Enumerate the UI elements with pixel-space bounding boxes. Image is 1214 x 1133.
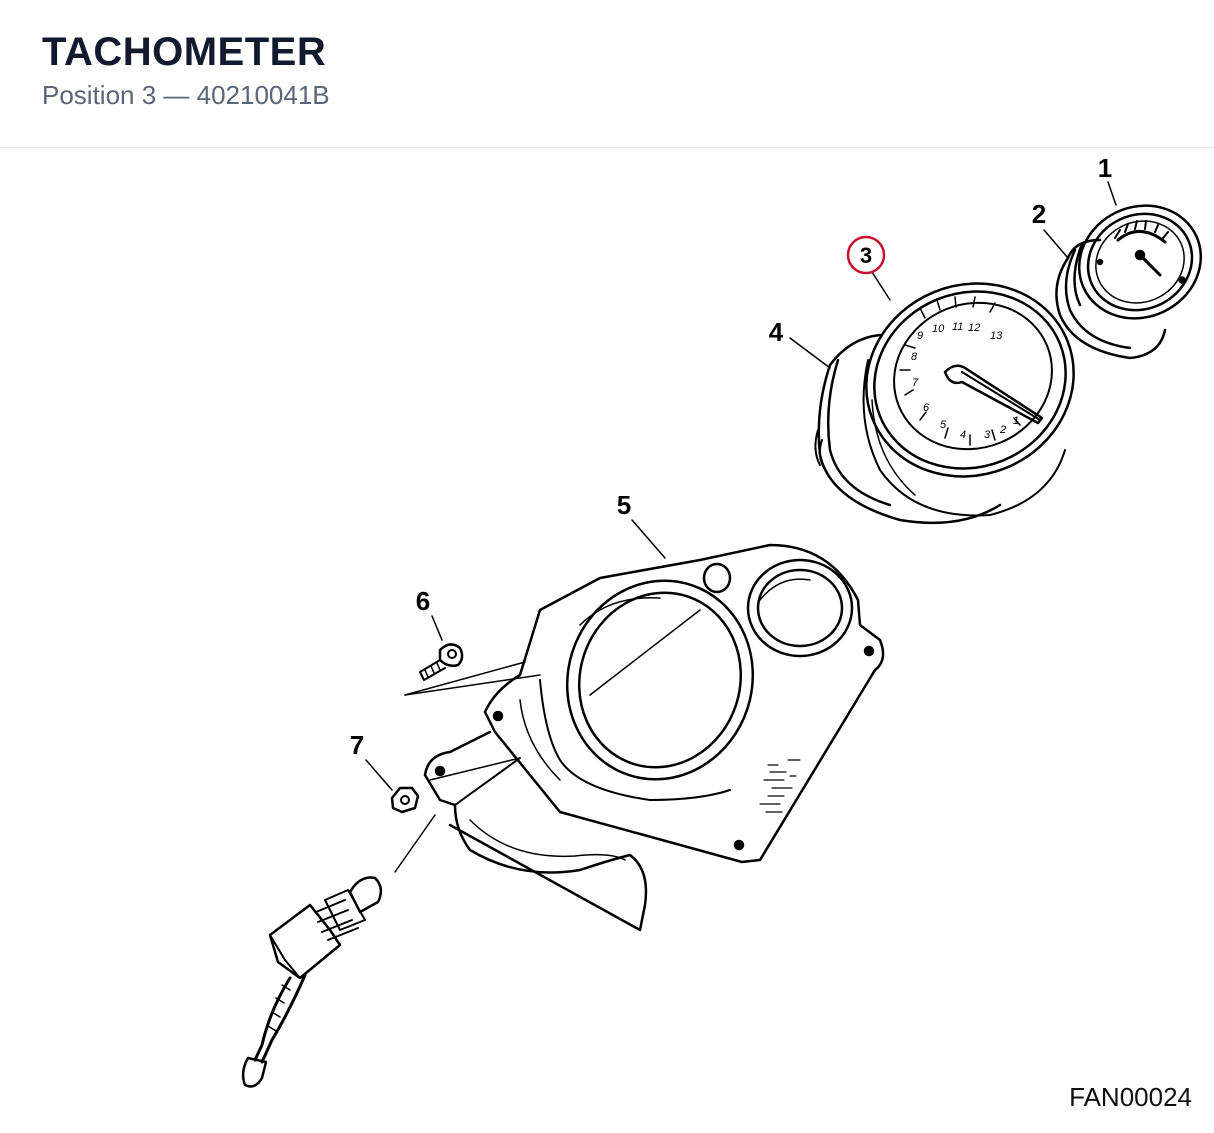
dial-ticks [899, 296, 1021, 446]
callout-3[interactable]: 3 [860, 243, 872, 268]
bulb-socket-with-wires [241, 876, 383, 1088]
svg-text:5: 5 [940, 419, 947, 431]
svg-text:6: 6 [923, 402, 930, 414]
part-4-rear-housing[interactable] [814, 333, 1002, 525]
part-7-nut[interactable] [390, 786, 420, 814]
dial-numbers: 9 10 11 12 13 8 7 6 5 4 3 2 1 [911, 321, 1019, 441]
part-1-small-gauge[interactable] [1061, 186, 1214, 338]
assembly-axis-lines [394, 609, 701, 873]
svg-text:11: 11 [952, 321, 963, 333]
callout-2[interactable]: 2 [1032, 199, 1046, 229]
callout-3-highlight-ring [846, 235, 886, 275]
part-3-tachometer[interactable]: 9 10 11 12 13 8 7 6 5 4 3 2 1 [837, 253, 1103, 517]
svg-text:7: 7 [912, 377, 919, 389]
header: TACHOMETER Position 3 — 40210041B [0, 0, 1214, 148]
svg-text:4: 4 [960, 429, 966, 441]
svg-text:10: 10 [932, 323, 945, 335]
plate-markings [759, 759, 801, 813]
callout-1[interactable]: 1 [1098, 153, 1112, 183]
svg-text:1: 1 [1013, 415, 1019, 427]
svg-text:2: 2 [999, 424, 1006, 436]
page-subtitle: Position 3 — 40210041B [42, 80, 330, 110]
callout-4[interactable]: 4 [769, 317, 784, 347]
svg-text:13: 13 [990, 330, 1003, 342]
callout-7[interactable]: 7 [350, 730, 364, 760]
part-5-instrument-bracket[interactable] [423, 543, 885, 932]
callout-leader-lines [365, 181, 1117, 791]
exploded-parts-diagram: 9 10 11 12 13 8 7 6 5 4 3 2 1 [241, 153, 1214, 1088]
svg-text:3: 3 [984, 429, 991, 441]
callout-5[interactable]: 5 [617, 490, 631, 520]
svg-text:12: 12 [968, 322, 980, 334]
figure-code: FAN00024 [1069, 1082, 1192, 1112]
callout-6[interactable]: 6 [416, 586, 430, 616]
svg-text:8: 8 [911, 351, 918, 363]
svg-text:9: 9 [917, 330, 923, 342]
needle [943, 364, 1044, 425]
page-title: TACHOMETER [42, 30, 327, 74]
part-2-gauge-ring[interactable] [1055, 238, 1167, 360]
part-6-screw[interactable] [419, 643, 464, 681]
